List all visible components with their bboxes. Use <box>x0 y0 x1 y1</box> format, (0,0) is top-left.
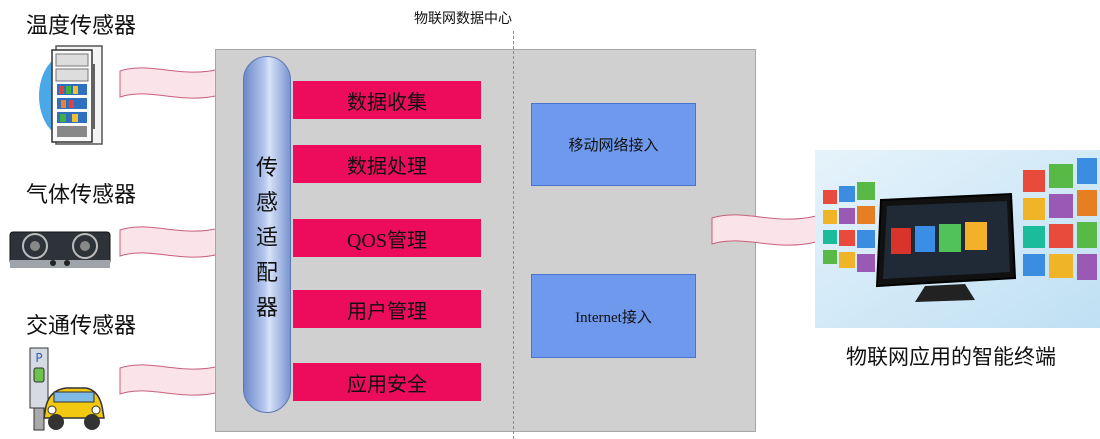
parking-car-icon: P <box>29 347 105 431</box>
gas-sensor-label: 气体传感器 <box>26 182 137 207</box>
function-box-user-management: 用户管理 <box>293 290 481 328</box>
adapter-char: 配 <box>255 260 278 285</box>
adapter-char: 感 <box>255 190 278 215</box>
temperature-sensor-label: 温度传感器 <box>26 13 137 38</box>
data-center-divider <box>513 31 514 439</box>
function-box-app-security: 应用安全 <box>293 363 481 401</box>
smart-terminal-label: 物联网应用的智能终端 <box>846 345 1056 369</box>
fridge-icon <box>39 45 103 145</box>
adapter-char: 传 <box>255 155 278 180</box>
smart-tv-icon <box>815 150 1100 328</box>
sensor-adapter-bar <box>243 56 291 413</box>
data-center-title: 物联网数据中心 <box>414 12 512 27</box>
adapter-char: 器 <box>255 295 278 320</box>
adapter-char: 适 <box>255 225 278 250</box>
function-box-data-processing: 数据处理 <box>293 145 481 183</box>
connector-traffic <box>119 364 221 396</box>
function-box-data-collection: 数据收集 <box>293 81 481 119</box>
connector-gas <box>119 226 221 258</box>
svg-text:P: P <box>35 351 42 365</box>
gas-stove-icon <box>9 231 111 268</box>
connector-terminal <box>711 214 817 246</box>
function-box-qos: QOS管理 <box>293 219 481 257</box>
sensor-adapter-label: 传 感 适 配 器 <box>243 150 291 325</box>
internet-access-box: Internet接入 <box>531 274 696 358</box>
mobile-network-access-box: 移动网络接入 <box>531 103 696 186</box>
traffic-sensor-label: 交通传感器 <box>26 313 137 338</box>
connector-temperature <box>119 67 221 99</box>
